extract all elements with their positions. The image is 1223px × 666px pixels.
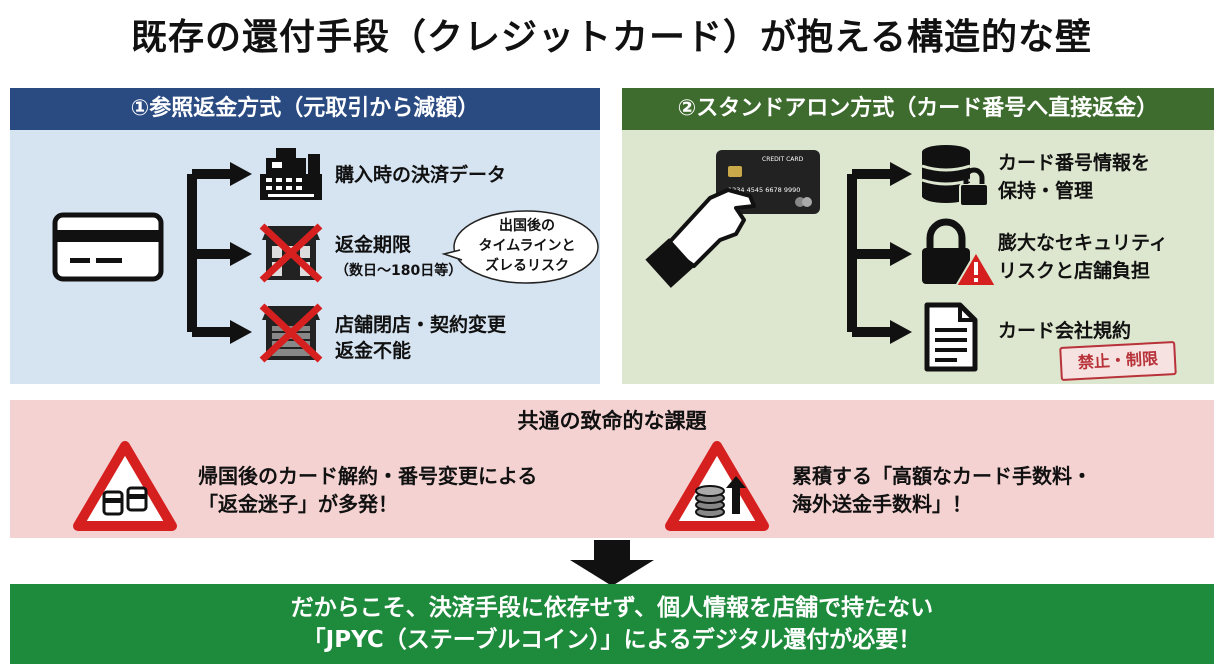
down-arrow-icon <box>570 540 654 586</box>
page-title: 既存の還付手段（クレジットカード）が抱える構造的な壁 <box>131 17 1092 58</box>
card-number: 1234 4545 6678 9990 <box>728 186 800 194</box>
issue-1-text: 帰国後のカード解約・番号変更による 「返金迷子」が多発！ <box>198 462 537 518</box>
conclusion-banner: だからこそ、決済手段に依存せず、個人情報を店舗で持たない 「JPYC（ステーブル… <box>10 584 1214 664</box>
bubble-line-1: 出国後の <box>499 218 555 234</box>
right-item-1-label-2: 保持・管理 <box>998 180 1094 202</box>
card-label: CREDIT CARD <box>762 156 804 163</box>
left-item-3-label-2: 返金不能 <box>335 340 412 362</box>
bubble-line-2: タイムラインと <box>478 238 576 254</box>
left-item-3-label: 店舗閉店・契約変更 <box>335 314 507 336</box>
speech-bubble <box>441 210 599 284</box>
right-item-2-label: 膨大なセキュリティ <box>998 232 1168 254</box>
bubble-text: 出国後の タイムラインと ズレるリスク <box>466 216 588 276</box>
right-item-3-label: カード会社規約 <box>998 320 1132 342</box>
prohibited-stamp: 禁止・制限 <box>1059 340 1177 382</box>
right-panel-header: ②スタンドアロン方式（カード番号へ直接返金） <box>622 88 1214 130</box>
fee-warning-icon <box>665 441 769 531</box>
conclusion-line-2: 「JPYC（ステーブルコイン）」によるデジタル還付が必要！ <box>302 627 922 653</box>
issue-1-line-1: 帰国後のカード解約・番号変更による <box>198 464 538 488</box>
branch-arrows-left <box>187 162 252 344</box>
left-item-1-label: 購入時の決済データ <box>335 164 507 186</box>
left-item-2-label: 返金期限 <box>335 234 412 256</box>
document-icon <box>924 302 978 372</box>
common-issue-panel: 共通の致命的な課題 <box>10 400 1214 538</box>
left-panel-header: ①参照返金方式（元取引から減額） <box>10 88 600 130</box>
cash-register-icon <box>260 148 322 200</box>
warning-triangle-icon <box>73 441 177 531</box>
bubble-line-3: ズレるリスク <box>485 258 569 274</box>
right-item-2-label-2: リスクと店舗負担 <box>998 260 1151 282</box>
issue-2-text: 累積する「高額なカード手数料・ 海外送金手数料」！ <box>792 462 1092 518</box>
issue-2-line-1: 累積する「高額なカード手数料・ <box>792 464 1092 488</box>
issue-2-line-2: 海外送金手数料」！ <box>792 492 972 516</box>
issue-1-line-2: 「返金迷子」が多発！ <box>198 492 398 516</box>
hand-card-icon: CREDIT CARD 1234 4545 6678 9990 <box>645 150 820 288</box>
database-lock-icon <box>921 145 989 207</box>
right-panel: ②スタンドアロン方式（カード番号へ直接返金） <box>622 88 1214 384</box>
left-item-2-sublabel: （数日〜180日等） <box>335 263 463 279</box>
branch-arrows-right <box>847 162 912 344</box>
lock-warning-icon <box>922 218 998 287</box>
right-item-1-label: カード番号情報を <box>998 152 1151 174</box>
shop-closed-crossed-icon <box>259 303 323 363</box>
shop-crossed-icon <box>259 223 323 283</box>
common-heading: 共通の致命的な課題 <box>517 409 707 433</box>
credit-card-icon <box>52 212 164 282</box>
conclusion-line-1: だからこそ、決済手段に依存せず、個人情報を店舗で持たない <box>290 595 934 621</box>
